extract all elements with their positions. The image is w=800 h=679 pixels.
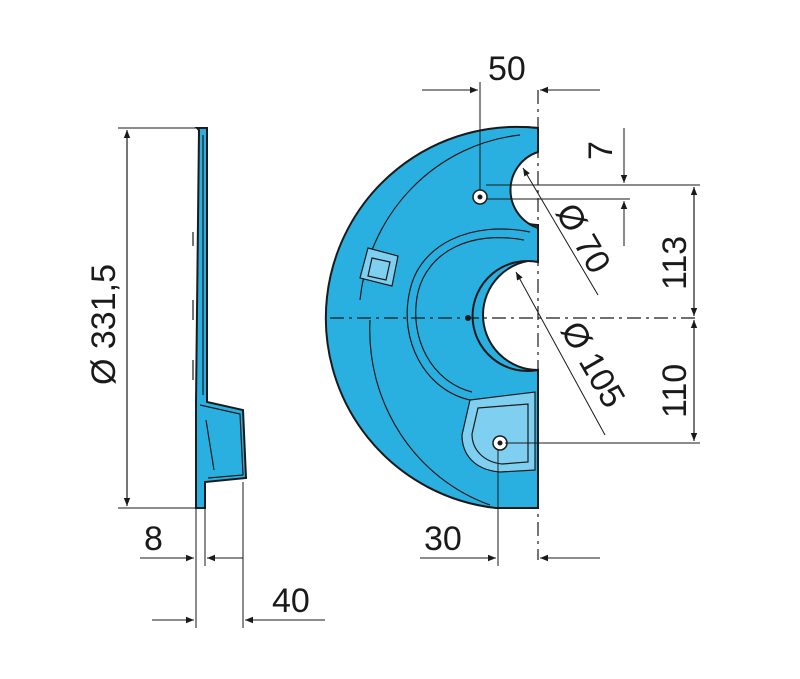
small-offset-label: 7 <box>582 141 620 160</box>
upper-height-label: 113 <box>656 236 694 290</box>
diameter-overall-label: Ø 331,5 <box>85 264 123 385</box>
bottom-offset-label: 30 <box>424 520 462 558</box>
lower-height-label: 110 <box>656 364 694 418</box>
hole-diameter-small-label: Ø 70 <box>548 197 618 280</box>
leader-105 <box>515 271 606 436</box>
leader-70 <box>522 167 599 296</box>
hole-diameter-large-label: Ø 105 <box>553 315 632 414</box>
thickness-label: 8 <box>144 520 163 558</box>
flange-depth-label: 40 <box>272 582 310 620</box>
front-view: 50 7 113 110 Ø 70 Ø 105 30 <box>324 50 700 566</box>
lower-pocket <box>461 391 536 473</box>
side-view: Ø 331,5 8 40 <box>85 127 325 628</box>
top-offset-label: 50 <box>488 50 526 88</box>
